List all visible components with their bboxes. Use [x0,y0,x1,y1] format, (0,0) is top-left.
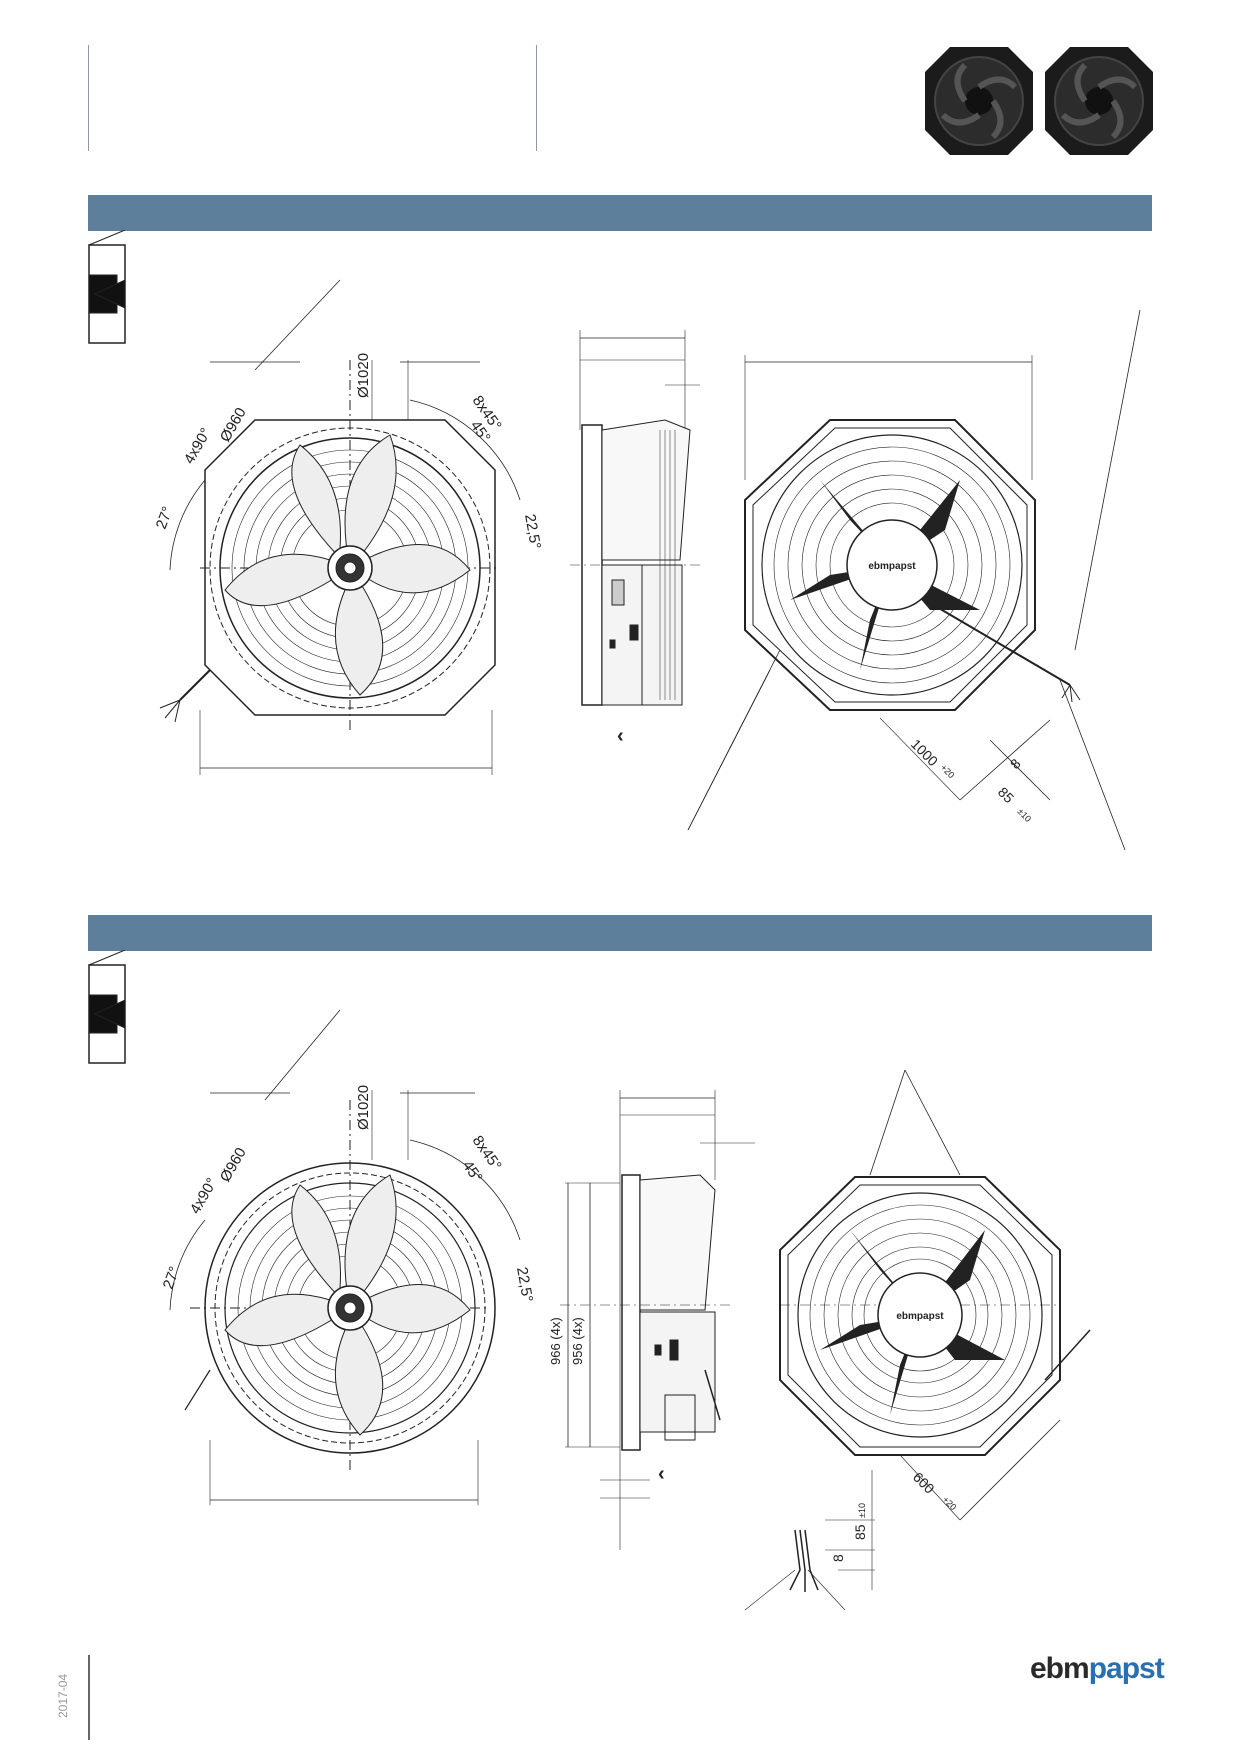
document-date: 2017-04 [56,1673,70,1718]
section1-drawing: Ø1020 Ø960 8x45° 45° 4x90° 27° 22,5° ‹ [88,230,1141,851]
s2-strip-label: 8 [830,1554,846,1562]
s1-cable-tol: +20 [939,762,957,780]
orientation-icon-2 [88,950,126,1064]
header-rule-left [88,45,89,151]
s2-cable-tol: +20 [941,1494,959,1512]
s2-a27-label: 27° [160,1264,184,1291]
rear-view [687,309,1141,851]
s2-a45-label: 45° [459,1158,486,1186]
product-photo-2 [1045,47,1153,155]
s2-strip-len: 85 [852,1524,868,1540]
s2-h956-label: 956 (4x) [570,1317,585,1365]
s1-hub-label: ebmpapst [868,561,916,572]
front-view [159,279,521,775]
s2-view-marker: ‹ [658,1463,665,1485]
header-rule-mid [536,45,537,151]
s1-d1020-label: Ø1020 [355,353,372,398]
s1-view-marker: ‹ [617,725,624,747]
rear-view-2 [744,1069,1091,1611]
orientation-icon [88,230,126,344]
s1-strip-label: 8 [1007,755,1024,772]
s2-strip-tol: ±10 [857,1503,867,1518]
section2-drawing: Ø1020 Ø960 8x45° 45° 4x90° 27° 22,5° 966… [88,950,1091,1611]
s2-d1020-label: Ø1020 [355,1085,372,1130]
logo-part-1: ebm [1030,1652,1090,1685]
logo-part-2: papst [1088,1652,1165,1685]
ebmpapst-logo: ebmpapst [1030,1652,1165,1686]
footer-rule [88,1655,90,1740]
s1-cable-length: 1000 [908,736,941,769]
s2-hub-label: ebmpapst [896,1311,944,1322]
front-view-2 [169,1009,521,1505]
s1-strip-tol: ±10 [1016,806,1034,824]
s1-d960-label: Ø960 [217,405,250,445]
s2-a4x90-label: 4x90° [187,1175,221,1217]
s2-a225-label: 22,5° [513,1266,536,1304]
s1-strip-len: 85 [995,784,1017,806]
s2-cable-length: 600 [910,1469,938,1497]
side-view [570,330,700,706]
s1-a27-label: 27° [153,504,177,531]
side-view-2 [560,1090,755,1550]
s1-a4x90-label: 4x90° [181,425,215,467]
s1-a225-label: 22,5° [521,513,544,551]
section-band-2 [88,915,1152,951]
s2-d960-label: Ø960 [217,1145,250,1185]
product-photo-1 [925,47,1033,155]
section-band-1 [88,195,1152,231]
s2-h966-label: 966 (4x) [548,1317,563,1365]
